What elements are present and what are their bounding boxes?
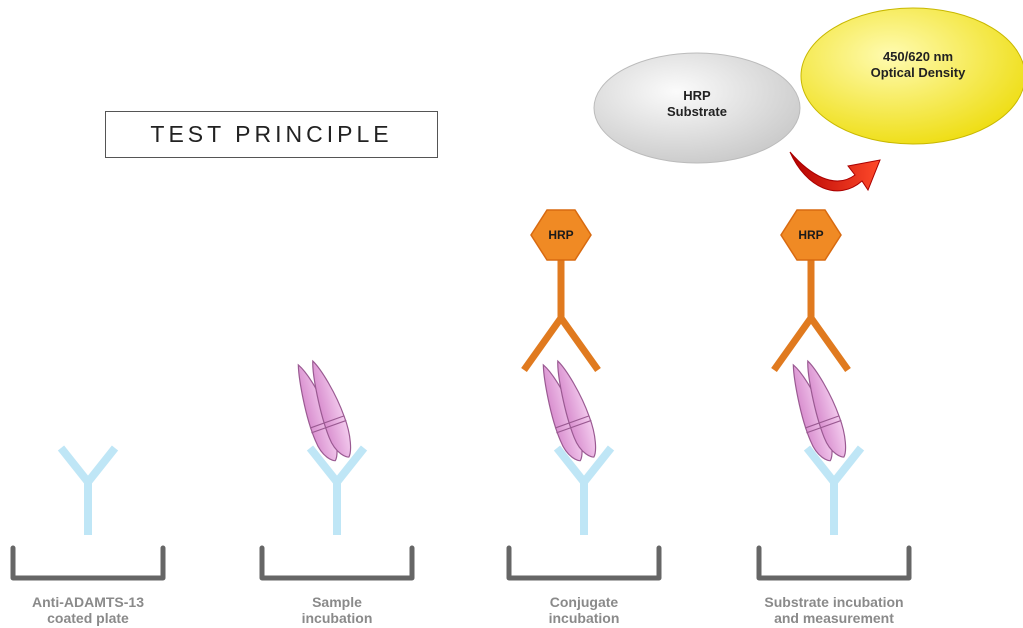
substrate-bubble-label: HRP Substrate <box>632 88 762 120</box>
optical-density-bubble <box>800 7 1023 145</box>
step-4-label-line-2: and measurement <box>774 610 894 626</box>
capture-antibody-1 <box>61 448 115 535</box>
hrp-label-step-3: HRP <box>548 228 574 242</box>
reaction-arrow <box>789 151 881 192</box>
substrate-label-line-1: HRP <box>683 88 711 103</box>
step-2-label: Sample incubation <box>237 594 437 626</box>
diagram-title: TEST PRINCIPLE <box>105 111 438 158</box>
step-1-label: Anti-ADAMTS-13 coated plate <box>0 594 188 626</box>
antigen-2 <box>292 356 357 466</box>
step-3-label-line-2: incubation <box>548 610 620 626</box>
step-4-label-line-1: Substrate incubation <box>764 594 904 610</box>
step-1-label-line-1: Anti-ADAMTS-13 <box>32 594 144 610</box>
step-1-label-line-2: coated plate <box>47 610 129 626</box>
step-2-label-line-2: incubation <box>301 610 373 626</box>
substrate-bubble <box>593 52 801 164</box>
capture-antibody-3 <box>557 448 611 535</box>
step-3-graphic <box>509 210 659 578</box>
step-1-graphic <box>13 448 163 578</box>
step-2-label-line-1: Sample <box>312 594 362 610</box>
step-2-graphic <box>262 356 412 578</box>
step-4-label: Substrate incubation and measurement <box>734 594 934 626</box>
well-2 <box>262 548 412 578</box>
optical-density-label: 450/620 nm Optical Density <box>838 49 998 81</box>
well-3 <box>509 548 659 578</box>
substrate-label-line-2: Substrate <box>667 104 727 119</box>
capture-antibody-4 <box>807 448 861 535</box>
od-label-line-1: 450/620 nm <box>882 49 954 64</box>
antigen-4 <box>787 356 852 466</box>
step-3-label-line-1: Conjugate <box>549 594 619 610</box>
well-4 <box>759 548 909 578</box>
capture-antibody-2 <box>310 448 364 535</box>
od-label-line-2: Optical Density <box>870 65 966 80</box>
step-3-label: Conjugate incubation <box>484 594 684 626</box>
step-4-graphic <box>759 210 909 578</box>
well-1 <box>13 548 163 578</box>
antigen-3 <box>537 356 602 466</box>
hrp-label-step-4: HRP <box>798 228 824 242</box>
